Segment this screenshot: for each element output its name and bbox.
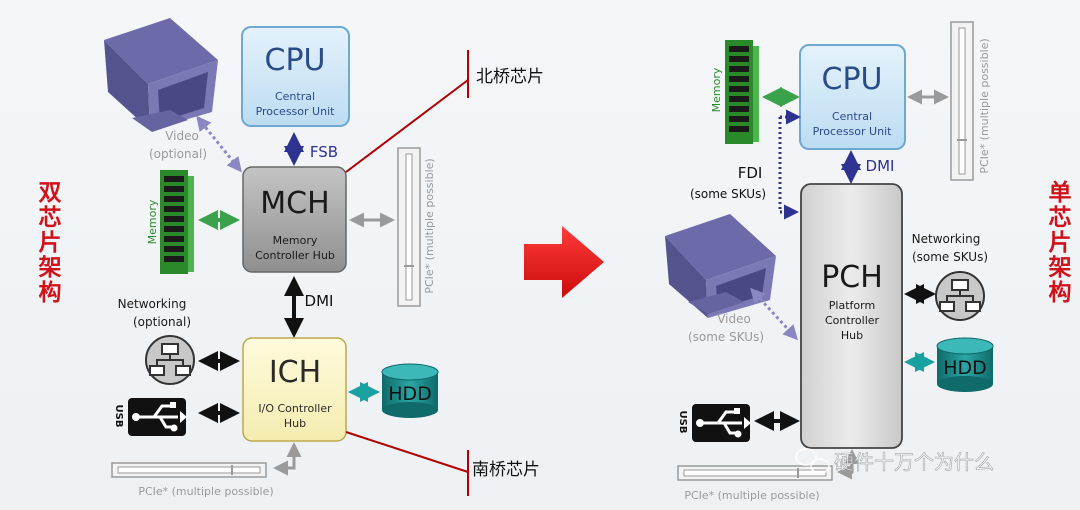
ich-subtitle-line1: I/O Controller	[258, 402, 332, 415]
side-label-single-chip: 单芯片架构	[1049, 180, 1072, 306]
pcie-horizontal-label-right: PCIe* (multiple possible)	[684, 489, 819, 502]
pcie-vertical-slot-icon-right	[950, 21, 974, 181]
side-label-char: 片	[39, 230, 62, 256]
video-monitor-icon	[104, 18, 218, 132]
cpu-subtitle-line2-right: Processor Unit	[813, 125, 893, 138]
video-link-right	[749, 287, 799, 341]
hdd-icon-right	[936, 337, 994, 392]
side-label-dual-chip: 双芯片架构	[39, 180, 62, 306]
watermark: 硬件十万个为什么	[795, 448, 994, 474]
southbridge-label: 南桥芯片	[472, 460, 540, 480]
pch-title: PCH	[821, 260, 883, 295]
networking-optional-label: (optional)	[133, 315, 191, 329]
side-label-char: 单	[1049, 180, 1072, 206]
northbridge-label: 北桥芯片	[476, 67, 544, 87]
video-optional-label: (optional)	[149, 147, 207, 161]
pch-block: PCH Platform Controller Hub	[800, 183, 903, 449]
memory-module-icon	[160, 170, 194, 274]
pcie-horizontal-label: PCIe* (multiple possible)	[138, 485, 273, 498]
cpu-subtitle-line2: Processor Unit	[256, 105, 336, 118]
mch-title: MCH	[260, 186, 329, 221]
networking-label: Networking	[118, 297, 187, 311]
cpu-title-right: CPU	[822, 62, 883, 97]
memory-label: Memory	[146, 199, 159, 244]
side-label-char: 构	[1049, 279, 1072, 306]
pcie-horizontal-slot-icon-right	[677, 465, 833, 481]
mch-block: MCH Memory Controller Hub	[242, 166, 347, 273]
usb-icon-right	[692, 404, 751, 442]
watermark-text: 硬件十万个为什么	[834, 450, 994, 474]
network-icon-right	[935, 271, 985, 321]
fdi-link	[778, 117, 799, 220]
video-label: Video	[165, 129, 199, 143]
transition-arrow-icon	[524, 226, 604, 298]
cpu-block: CPU Central Processor Unit	[241, 26, 350, 127]
cpu-title: CPU	[265, 43, 326, 78]
side-label-char: 芯	[1049, 204, 1072, 231]
fdi-label: FDI	[738, 164, 763, 182]
side-label-char: 芯	[39, 204, 62, 231]
right-diagram: Memory CPU Central Processor Unit PCIe* …	[665, 21, 994, 502]
video-monitor-icon-right	[665, 214, 776, 318]
pcie-horizontal-link-right	[837, 449, 860, 480]
memory-module-icon-right	[725, 40, 759, 144]
pch-subtitle-line1: Platform	[829, 299, 875, 312]
side-label-char: 双	[39, 180, 62, 206]
pcie-horizontal-link	[273, 442, 302, 476]
southbridge-callout-line	[345, 431, 469, 473]
hdd-icon	[381, 363, 439, 418]
cpu-block-right: CPU Central Processor Unit	[799, 44, 906, 150]
side-label-char: 构	[39, 279, 62, 306]
usb-icon	[128, 398, 187, 436]
pcie-vertical-slot-icon	[397, 147, 421, 307]
cpu-subtitle-line1-right: Central	[832, 110, 872, 123]
ich-subtitle-line2: Hub	[284, 417, 306, 430]
dmi-label-right: DMI	[866, 157, 895, 175]
ich-title: ICH	[269, 355, 321, 390]
mch-subtitle-line2: Controller Hub	[255, 249, 335, 262]
usb-label-right: USB	[677, 411, 688, 434]
network-icon	[145, 335, 195, 385]
mch-subtitle-line1: Memory	[273, 234, 318, 247]
pch-subtitle-line3: Hub	[841, 329, 863, 342]
networking-label-right: Networking	[912, 232, 981, 246]
pcie-vertical-label: PCIe* (multiple possible)	[423, 158, 436, 293]
pcie-vertical-label-right: PCIe* (multiple possible)	[978, 38, 991, 173]
hdd-label-right: HDD	[943, 357, 987, 379]
fdi-skus-label: (some SKUs)	[690, 187, 766, 201]
side-label-char: 架	[1049, 255, 1072, 281]
memory-label-right: Memory	[710, 67, 723, 112]
ich-block: ICH I/O Controller Hub	[242, 337, 347, 442]
left-diagram: Video (optional) CPU Central Processor U…	[104, 18, 544, 498]
side-label-char: 片	[1049, 230, 1072, 256]
video-label-right: Video	[717, 312, 751, 326]
usb-label: USB	[113, 405, 124, 428]
side-label-char: 架	[39, 255, 62, 281]
networking-skus-label-right: (some SKUs)	[912, 250, 988, 264]
dmi-label: DMI	[305, 292, 334, 310]
chat-bubble-icon	[795, 448, 830, 474]
cpu-subtitle-line1: Central	[275, 90, 315, 103]
video-skus-label-right: (some SKUs)	[688, 330, 764, 344]
pcie-horizontal-slot-icon	[111, 462, 267, 478]
video-link	[196, 115, 242, 173]
northbridge-callout-line	[345, 79, 469, 173]
hdd-label: HDD	[388, 383, 432, 405]
fsb-label: FSB	[310, 143, 338, 161]
pch-subtitle-line2: Controller	[825, 314, 880, 327]
